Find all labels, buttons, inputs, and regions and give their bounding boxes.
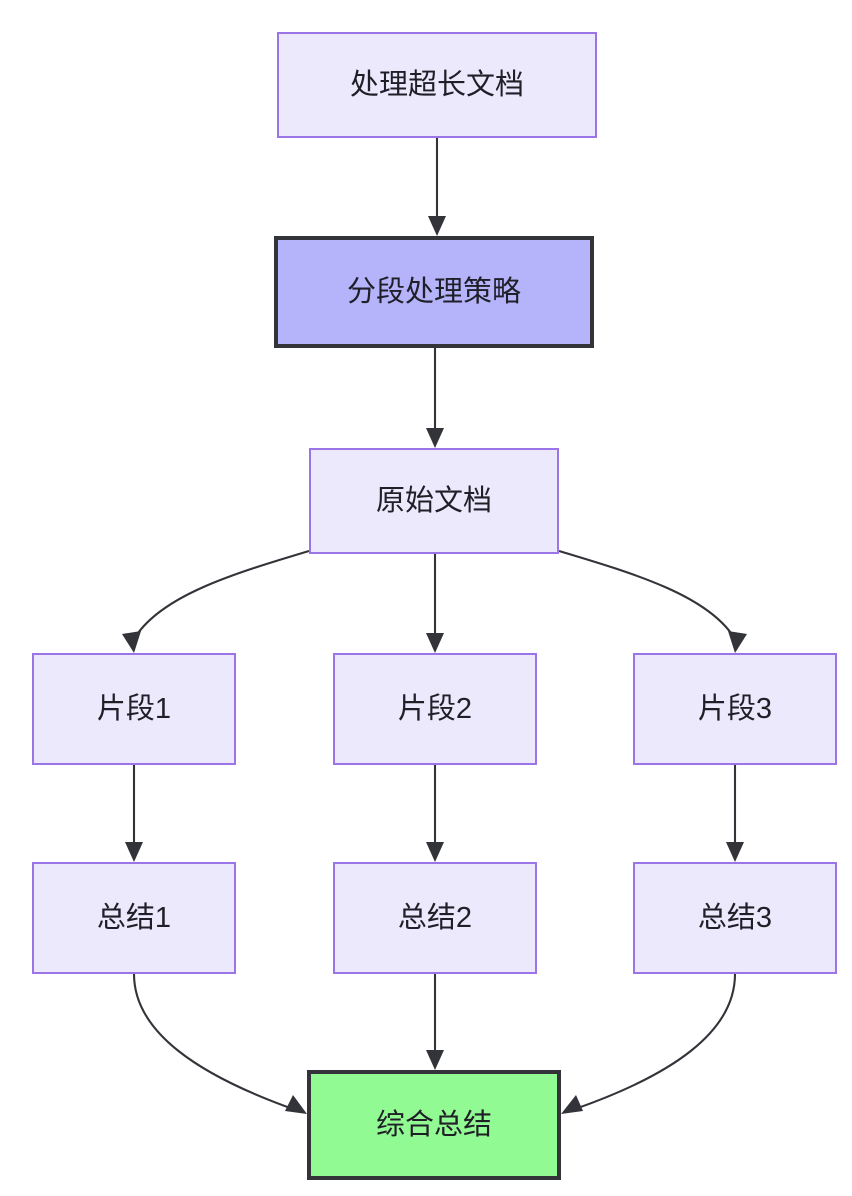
node-label: 总结2 xyxy=(397,901,473,934)
node-final-summary[interactable]: 综合总结 xyxy=(307,1070,561,1180)
node-process-long-document[interactable]: 处理超长文档 xyxy=(277,32,597,138)
edge-strategy-to-source xyxy=(426,348,444,448)
node-summary-3[interactable]: 总结3 xyxy=(633,862,837,974)
node-summary-1[interactable]: 总结1 xyxy=(32,862,236,974)
edge-segment-1-to-summary-1 xyxy=(125,765,143,862)
node-segment-2[interactable]: 片段2 xyxy=(333,653,537,765)
node-summary-2[interactable]: 总结2 xyxy=(333,862,537,974)
node-label: 处理超长文档 xyxy=(349,68,524,101)
node-segment-1[interactable]: 片段1 xyxy=(32,653,236,765)
edge-source-to-segment-2 xyxy=(426,554,444,653)
edge-source-to-segment-3 xyxy=(558,549,747,653)
edge-source-to-segment-1 xyxy=(122,549,310,653)
node-source-document[interactable]: 原始文档 xyxy=(309,448,559,554)
edge-segment-3-to-summary-3 xyxy=(726,765,744,862)
edge-segment-2-to-summary-2 xyxy=(426,765,444,862)
node-label: 总结1 xyxy=(96,901,172,934)
node-label: 片段3 xyxy=(697,692,773,725)
node-label: 综合总结 xyxy=(375,1108,492,1141)
node-segment-3[interactable]: 片段3 xyxy=(633,653,837,765)
node-label: 片段2 xyxy=(397,692,473,725)
node-label: 片段1 xyxy=(96,692,172,725)
edge-summary-2-to-final xyxy=(426,974,444,1070)
node-label: 总结3 xyxy=(697,901,773,934)
edge-summary-1-to-final xyxy=(132,973,307,1114)
node-label: 原始文档 xyxy=(375,484,492,517)
edge-summary-3-to-final xyxy=(561,973,737,1114)
edge-process-to-strategy xyxy=(428,138,446,236)
node-label: 分段处理策略 xyxy=(346,275,521,308)
node-chunk-strategy[interactable]: 分段处理策略 xyxy=(274,236,594,348)
